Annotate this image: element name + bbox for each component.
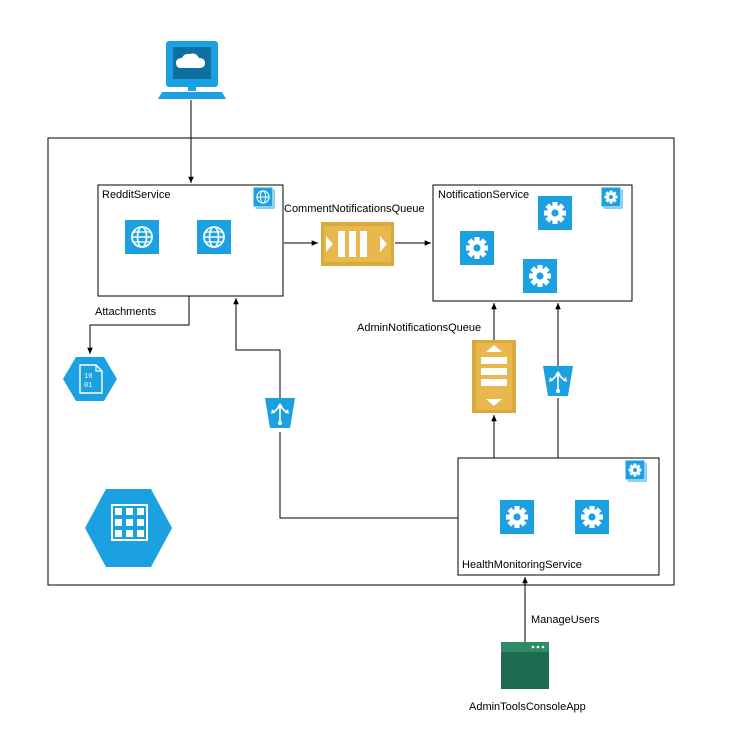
web-role-icon [196,219,232,255]
worker-role-icon [538,196,572,230]
blob-storage-icon: 10 01 [63,357,117,401]
edge-reddit-to-blob [87,296,190,354]
worker-badge-icon [624,459,648,483]
web-role-icon [124,219,160,255]
console-app-icon[interactable] [501,642,549,689]
worker-role-icon [460,231,494,265]
worker-role-icon [575,500,609,534]
worker-badge-icon [600,186,624,210]
table-storage-icon [85,489,172,567]
worker-role-icon [500,500,534,534]
worker-role-icon [523,259,557,293]
admin-notifications-queue-label: AdminNotificationsQueue [357,322,481,334]
svg-text:01: 01 [84,382,92,390]
svg-text:10: 10 [84,373,92,381]
admin-tools-console-app-label: AdminToolsConsoleApp [469,701,586,713]
notification-service-label: NotificationService [438,189,529,201]
health-monitoring-service-label: HealthMonitoringService [462,559,582,571]
monitor-cloud-icon [158,41,226,99]
cloud-boundary [47,137,675,586]
comment-notifications-queue-icon [321,222,394,266]
cloud-service-badge-icon [252,186,276,210]
manage-users-label: ManageUsers [531,614,600,626]
reddit-service-label: RedditService [102,189,170,201]
edge-health-to-reddit-lb [279,432,458,519]
load-balancer-icon [264,397,296,429]
edge-lb-to-reddit [233,298,281,398]
comment-notifications-queue-label: CommentNotificationsQueue [284,203,425,215]
load-balancer-icon [542,365,574,397]
admin-notifications-queue-icon [472,340,516,413]
attachments-label: Attachments [95,306,157,318]
